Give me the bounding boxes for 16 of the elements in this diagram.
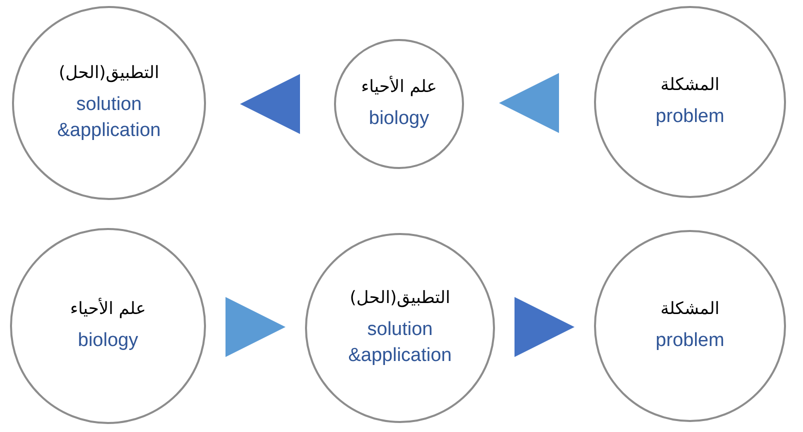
english-label: solution &application (56, 93, 162, 144)
arabic-label: علم الأحياء (70, 298, 146, 320)
english-label: problem (656, 329, 724, 354)
arabic-label: التطبيق(الحل) (350, 287, 450, 310)
arabic-label: المشكلة (660, 298, 720, 320)
english-label: solution &application (347, 318, 453, 368)
triangle-arrow (514, 297, 574, 357)
arabic-label: المشكلة (660, 74, 720, 96)
triangle-arrow (240, 74, 300, 134)
english-label: problem (656, 105, 724, 130)
english-label: biology (78, 329, 138, 354)
triangle-arrow (226, 297, 286, 357)
arabic-label: علم الأحياء (361, 76, 437, 98)
triangle-arrow (499, 73, 559, 133)
english-label: biology (368, 107, 430, 132)
arabic-label: التطبيق(الحل) (58, 62, 160, 84)
